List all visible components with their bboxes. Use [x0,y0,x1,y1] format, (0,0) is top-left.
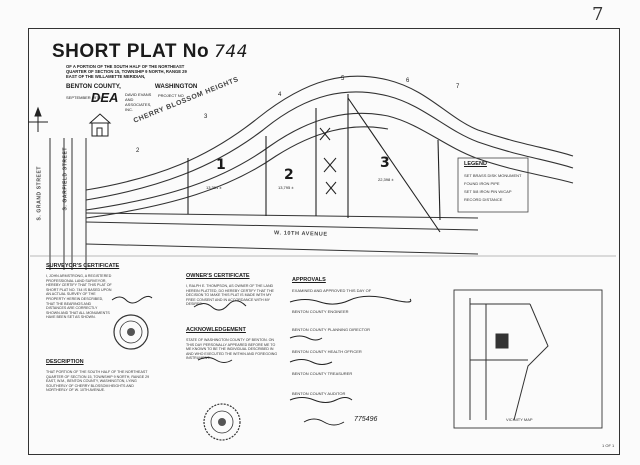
outer-lot-7: 7 [456,84,460,90]
notary-seal-icon [203,403,241,441]
north-arrow-icon [28,106,48,132]
approval-line-6: BENTON COUNTY AUDITOR [292,391,346,396]
sub-line-2: QUARTER OF SECTION 15, TOWNSHIP 9 NORTH,… [66,69,187,74]
border-frame [28,28,620,455]
firm-logo: DEA [91,90,119,105]
lot-3-area: 22,398 ± [378,177,394,182]
left-street-a: S. GRAND STREET [36,165,43,221]
owner-heading: OWNER'S CERTIFICATE [186,273,250,279]
approval-line-4: BENTON COUNTY HEALTH OFFICER [292,349,362,354]
project-ref: PROJECT NO [158,93,184,98]
surveyor-heading: SURVEYOR'S CERTIFICATE [46,263,120,269]
title-text: SHORT PLAT No [52,41,210,62]
state-name: WASHINGTON [154,83,198,90]
legend-item-1: SET BRASS DISK MONUMENT [464,173,522,178]
sub-line-1: OF A PORTION OF THE SOUTH HALF OF THE NO… [66,64,185,69]
outer-lot-4: 4 [278,92,282,98]
surveyor-seal-icon [113,314,149,350]
acknowledgement-heading: ACKNOWLEDGEMENT [186,327,246,333]
approval-line-3: BENTON COUNTY PLANNING DIRECTOR [292,327,371,332]
lot-2-label: 2 [284,167,294,183]
legend-box [457,157,529,213]
description-text: THAT PORTION OF THE SOUTH HALF OF THE NO… [46,370,150,393]
legend-item-3: SET 5/8 IRON PIN W/CAP [464,189,512,194]
description-heading: DESCRIPTION [46,359,84,365]
house-icon [88,113,112,137]
left-streets [49,138,87,270]
outer-lot-5: 5 [341,76,345,82]
approval-line-5: BENTON COUNTY TREASURER [292,371,353,376]
lot-1-area: 13,301 ± [206,185,222,190]
legend-title: LEGEND [464,161,487,167]
corner-mark: 7 [592,4,604,25]
cross-marks [319,127,337,195]
signature-marks [111,295,412,426]
outer-lot-2: 2 [136,148,140,154]
sub-line-3: EAST OF THE WILLAMETTE MERIDIAN, [66,74,146,79]
surveyor-text: I, JOHN ARMSTRONG, A REGISTERED PROFESSI… [46,274,112,320]
lot-lines [187,94,441,233]
lot-3-label: 3 [380,155,390,171]
plat-date: SEPTEMBER 1978 [66,95,101,100]
road-curves [85,75,574,219]
outer-lot-3: 3 [204,114,208,120]
avenue-lines [85,212,479,255]
lot-1-label: 1 [216,157,226,173]
legend-item-4: RECORD DISTANCE [464,197,503,202]
vicinity-map [453,289,603,429]
left-street-b: S. GARFIELD STREET [62,146,69,211]
firm-name: DAVID EVANS AND ASSOCIATES, INC. [125,92,152,112]
approvals-heading: APPROVALS [292,277,326,283]
outer-lot-6: 6 [406,78,410,84]
sheet-code: 1 OF 1 [602,443,615,448]
plat-number: 744 [214,42,249,62]
vicinity-map-label: VICINITY MAP [506,417,533,422]
county-name: BENTON COUNTY, [66,83,121,90]
recording-number: 775496 [354,416,378,423]
owner-text: I, RALPH E. THOMPSON, AS OWNER OF THE LA… [186,284,274,307]
plat-drawing [28,75,616,441]
approval-line-1: EXAMINED AND APPROVED THIS DAY OF [292,288,372,293]
acknowledgement-text: STATE OF WASHINGTON COUNTY OF BENTON. ON… [186,338,278,361]
county-line: BENTON COUNTY, WASHINGTON [66,83,198,90]
lot-2-area: 13,795 ± [278,185,294,190]
approval-line-2: BENTON COUNTY ENGINEER [292,309,349,314]
legend-item-2: FOUND IRON PIPE [464,181,500,186]
